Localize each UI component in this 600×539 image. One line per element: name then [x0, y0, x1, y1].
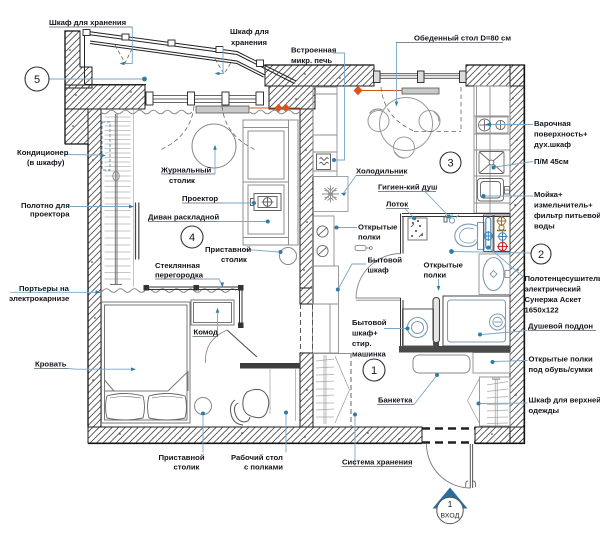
svg-text:Шкаф для: Шкаф для	[230, 27, 269, 36]
svg-text:Бытовой: Бытовой	[368, 256, 403, 265]
svg-text:перегородка: перегородка	[155, 271, 204, 280]
svg-text:Рабочий стол: Рабочий стол	[231, 453, 283, 462]
svg-text:Гигиен-кий душ: Гигиен-кий душ	[378, 183, 437, 192]
svg-text:стир.: стир.	[352, 339, 372, 348]
svg-text:машинка: машинка	[352, 350, 386, 359]
svg-text:полки: полки	[424, 271, 447, 280]
svg-text:фильтр питьевой: фильтр питьевой	[534, 211, 600, 220]
svg-text:Приставной: Приставной	[205, 245, 251, 254]
svg-text:поверхность+: поверхность+	[534, 130, 588, 139]
svg-text:Журнальный: Журнальный	[160, 166, 212, 175]
svg-text:2: 2	[538, 249, 544, 261]
svg-text:Диван раскладной: Диван раскладной	[148, 213, 219, 222]
svg-text:Комод: Комод	[194, 328, 218, 337]
svg-text:дух.шкаф: дух.шкаф	[534, 140, 571, 149]
svg-text:шкаф: шкаф	[368, 266, 390, 275]
svg-text:проектора: проектора	[30, 210, 70, 219]
svg-text:хранения: хранения	[231, 38, 267, 47]
svg-text:Открытые полки: Открытые полки	[529, 355, 593, 364]
svg-text:4: 4	[189, 232, 195, 244]
svg-text:Приставной: Приставной	[159, 453, 205, 462]
svg-text:Шкаф для верхней: Шкаф для верхней	[529, 396, 600, 405]
svg-text:Мойка+: Мойка+	[534, 190, 563, 199]
svg-text:Сунержа Аскет: Сунержа Аскет	[525, 295, 582, 304]
svg-text:одежды: одежды	[529, 406, 560, 415]
svg-text:Лоток: Лоток	[386, 200, 408, 209]
svg-text:Полотенцесушитель: Полотенцесушитель	[525, 274, 600, 283]
svg-text:1: 1	[371, 365, 377, 377]
svg-text:Шкаф для хранения: Шкаф для хранения	[49, 18, 126, 27]
svg-text:шкаф+: шкаф+	[352, 329, 378, 338]
svg-text:Банкетка: Банкетка	[378, 396, 413, 405]
svg-text:Открытые: Открытые	[358, 223, 398, 232]
svg-text:Варочная: Варочная	[534, 119, 571, 128]
svg-text:электрокарнизе: электрокарнизе	[9, 294, 70, 303]
svg-text:Система хранения: Система хранения	[342, 458, 413, 467]
svg-text:Проектор: Проектор	[182, 194, 218, 203]
svg-text:под обувь/сумки: под обувь/сумки	[529, 365, 593, 374]
svg-text:ВХОД: ВХОД	[440, 513, 459, 520]
svg-text:Бытовой: Бытовой	[352, 318, 387, 327]
svg-text:Стеклянная: Стеклянная	[155, 261, 200, 270]
svg-text:Портьеры на: Портьеры на	[19, 284, 70, 293]
svg-text:3: 3	[447, 158, 453, 170]
svg-text:измельчитель+: измельчитель+	[534, 201, 593, 210]
svg-text:Открытые: Открытые	[424, 261, 464, 270]
svg-text:Встроенная: Встроенная	[291, 46, 336, 55]
svg-text:воды: воды	[534, 222, 555, 231]
svg-text:П/М 45см: П/М 45см	[534, 157, 569, 166]
svg-text:Холодильник: Холодильник	[356, 167, 407, 176]
svg-text:5: 5	[34, 74, 40, 86]
svg-text:Кондиционер: Кондиционер	[17, 148, 69, 157]
svg-text:1: 1	[448, 499, 453, 509]
svg-text:электрический: электрический	[525, 285, 582, 294]
svg-text:столик: столик	[174, 463, 200, 472]
svg-text:Душевой поддон: Душевой поддон	[528, 322, 593, 331]
svg-text:столик: столик	[221, 255, 247, 264]
svg-text:Кровать: Кровать	[35, 360, 67, 369]
svg-text:микр. печь: микр. печь	[291, 56, 332, 65]
svg-text:полки: полки	[358, 233, 381, 242]
svg-text:с полками: с полками	[244, 463, 283, 472]
svg-text:столик: столик	[169, 176, 195, 185]
svg-text:Полотно для: Полотно для	[21, 201, 70, 210]
svg-text:Обеденный стол D=80 см: Обеденный стол D=80 см	[414, 34, 511, 43]
svg-text:1650х122: 1650х122	[525, 306, 559, 315]
svg-text:(в шкафу): (в шкафу)	[27, 158, 65, 167]
